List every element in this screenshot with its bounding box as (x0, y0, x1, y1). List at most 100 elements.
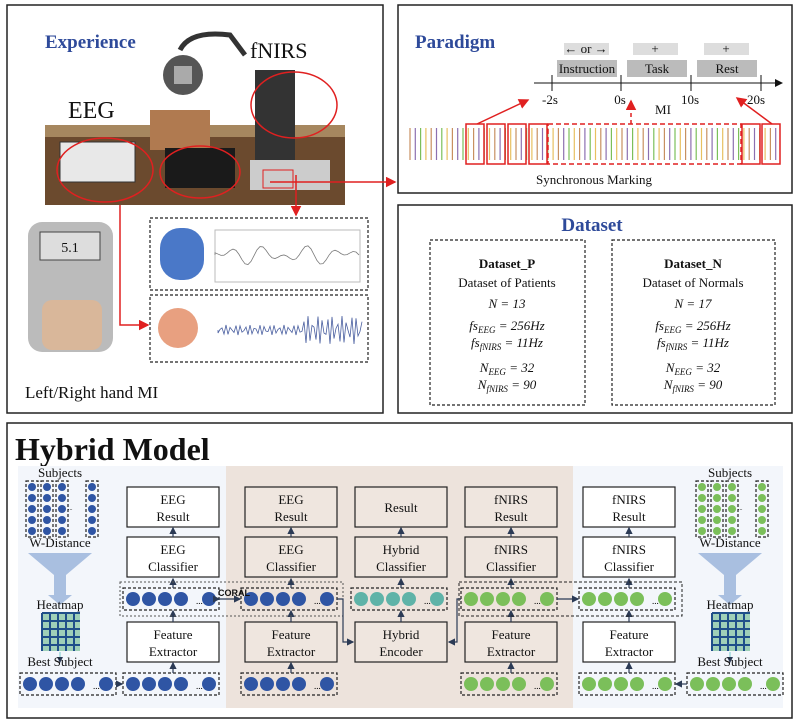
feature-node (276, 592, 290, 606)
feature-node (540, 592, 554, 606)
result-box-2: Result (354, 486, 448, 528)
phase-instruction: Instruction (559, 61, 616, 76)
svg-text:Subjects: Subjects (38, 465, 82, 480)
feature-node (202, 592, 216, 606)
svg-text:...: ... (68, 506, 73, 512)
feature-node (496, 592, 510, 606)
subject-node (58, 516, 66, 524)
classifier-box-1: EEG Classifier (244, 536, 338, 578)
feature-node (23, 677, 37, 691)
feature-row-1: ... (240, 587, 338, 611)
subject-count: N = 13 (488, 296, 526, 311)
sync-marking-label: Synchronous Marking (536, 172, 652, 187)
feature-node (540, 677, 554, 691)
feature-node (126, 677, 140, 691)
subject-node (758, 483, 766, 491)
feature-node (496, 677, 510, 691)
subject-node (758, 505, 766, 513)
input-row-4: ... (578, 672, 676, 696)
svg-text:Feature: Feature (154, 627, 193, 642)
feature-node (71, 677, 85, 691)
dataset-description: Dataset of Patients (458, 275, 555, 290)
hybrid-title: Hybrid Model (15, 431, 210, 467)
subject-node (88, 483, 96, 491)
subject-node (28, 516, 36, 524)
fnirs-label: fNIRS (250, 38, 307, 63)
n-eeg-param: NEEG = 32 (665, 360, 721, 377)
svg-text:Extractor: Extractor (149, 644, 198, 659)
svg-text:Hybrid: Hybrid (383, 627, 420, 642)
rest-cue: + (722, 41, 729, 56)
subject-node (28, 505, 36, 513)
svg-text:EEG: EEG (160, 542, 185, 557)
lab-photo (45, 31, 345, 205)
subject-node (58, 505, 66, 513)
subject-node (758, 516, 766, 524)
feature-node (630, 592, 644, 606)
n-fnirs-param: NfNIRS = 90 (663, 377, 723, 394)
feature-node (39, 677, 53, 691)
funnel-icon (698, 553, 762, 605)
feature-node (690, 677, 704, 691)
feature-node (320, 592, 334, 606)
feature-node (202, 677, 216, 691)
instruction-cue: ← or → (564, 41, 607, 56)
ellipsis: ... (652, 596, 659, 606)
feature-node (722, 677, 736, 691)
hand-grip-photo: 5.1 (28, 222, 113, 352)
coral-label: CORAL (218, 588, 250, 598)
input-row-0: ... (122, 672, 220, 696)
fnirs-signal-plot (149, 294, 369, 363)
dataset-description: Dataset of Normals (642, 275, 743, 290)
subject-node (728, 516, 736, 524)
feature-node (244, 677, 258, 691)
feature-node (320, 677, 334, 691)
subject-node (728, 483, 736, 491)
svg-text:Classifier: Classifier (148, 559, 198, 574)
ellipsis: ... (314, 681, 321, 691)
feature-node (598, 677, 612, 691)
feature-node (402, 592, 416, 606)
subject-node (88, 527, 96, 535)
svg-text:W-Distance: W-Distance (699, 535, 761, 550)
paradigm-panel: Paradigm ← or → + + Instruction Task Res… (397, 4, 793, 194)
tick-20s: 20s (747, 92, 765, 107)
n-fnirs-param: NfNIRS = 90 (477, 377, 537, 394)
feature-node (658, 677, 672, 691)
svg-text:Classifier: Classifier (604, 559, 654, 574)
feature-node (158, 592, 172, 606)
feature-node (244, 592, 258, 606)
feature-node (598, 592, 612, 606)
subject-node (698, 527, 706, 535)
svg-text:Classifier: Classifier (266, 559, 316, 574)
subject-node (713, 483, 721, 491)
svg-text:EEG: EEG (278, 542, 303, 557)
eeg-signal-plot (149, 217, 369, 291)
subject-node (88, 494, 96, 502)
feature-node (142, 677, 156, 691)
subject-node (43, 527, 51, 535)
svg-text:Hybrid: Hybrid (383, 542, 420, 557)
subject-node (698, 505, 706, 513)
subject-node (758, 527, 766, 535)
input-row-1: ... (240, 672, 338, 696)
svg-text:Subjects: Subjects (708, 465, 752, 480)
tick-minus2s: -2s (542, 92, 558, 107)
fs-fnirs-param: fsfNIRS = 11Hz (657, 335, 729, 352)
subject-node (713, 527, 721, 535)
feature-node (706, 677, 720, 691)
dataset-name: Dataset_N (664, 256, 722, 271)
feature-node (658, 592, 672, 606)
feature-node (464, 592, 478, 606)
